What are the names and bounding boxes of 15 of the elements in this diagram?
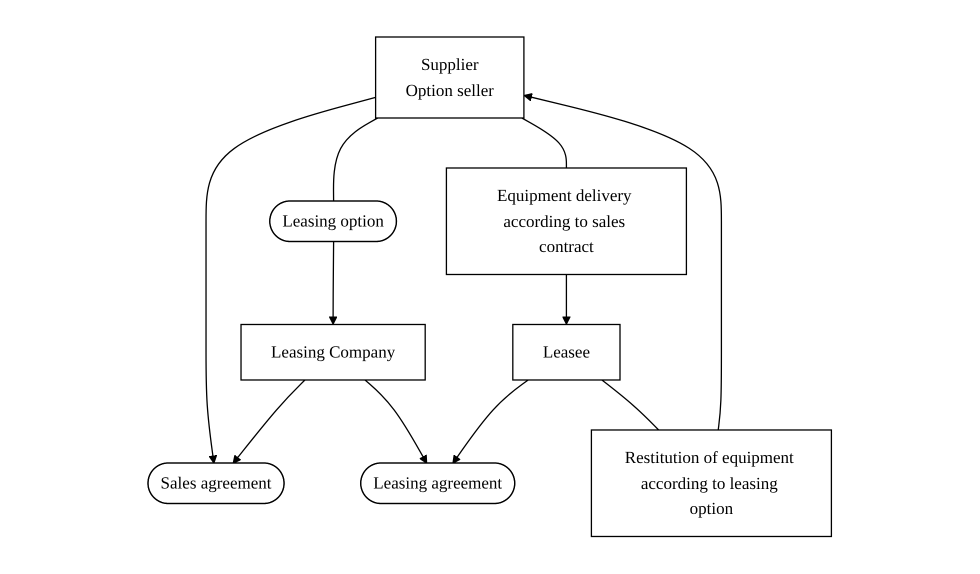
arrow bbox=[562, 274, 572, 326]
arrow bbox=[364, 380, 428, 464]
node-box: Restitution of equipment according to leasing option bbox=[591, 430, 832, 538]
arrow bbox=[452, 380, 529, 464]
node-box: Leasing Company bbox=[240, 324, 426, 381]
node-box: Equipment delivery according to sales contract bbox=[446, 168, 688, 276]
connector bbox=[522, 118, 568, 168]
arrow bbox=[329, 242, 338, 326]
connector bbox=[333, 118, 378, 202]
arrow bbox=[206, 97, 376, 464]
arrow bbox=[232, 380, 306, 464]
connector bbox=[602, 380, 660, 431]
node-box: Supplier Option seller bbox=[375, 36, 525, 119]
node-box: Leasee bbox=[512, 324, 621, 381]
arrow bbox=[524, 93, 722, 430]
